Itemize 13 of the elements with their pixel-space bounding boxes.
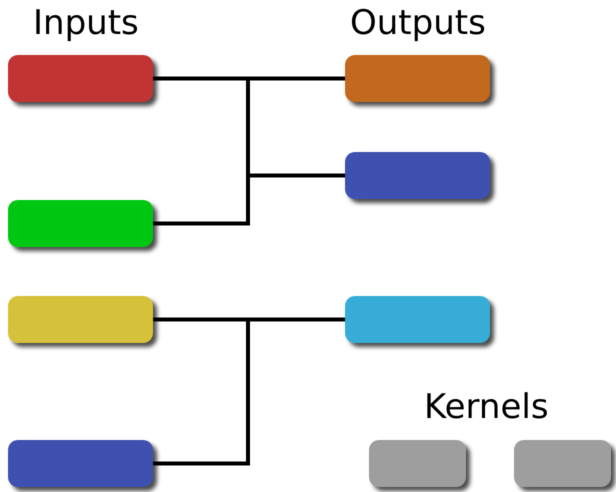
colored-block — [514, 440, 611, 487]
colored-block — [369, 440, 466, 487]
colored-block — [8, 55, 153, 102]
section-heading: Outputs — [350, 6, 486, 40]
colored-block — [8, 296, 153, 343]
colored-block — [8, 200, 153, 247]
colored-block — [345, 55, 490, 102]
colored-block — [345, 296, 490, 343]
colored-block — [345, 152, 490, 199]
section-heading: Inputs — [33, 6, 139, 40]
connector-line — [153, 174, 345, 226]
section-heading: Kernels — [424, 390, 549, 424]
colored-block — [8, 440, 153, 487]
